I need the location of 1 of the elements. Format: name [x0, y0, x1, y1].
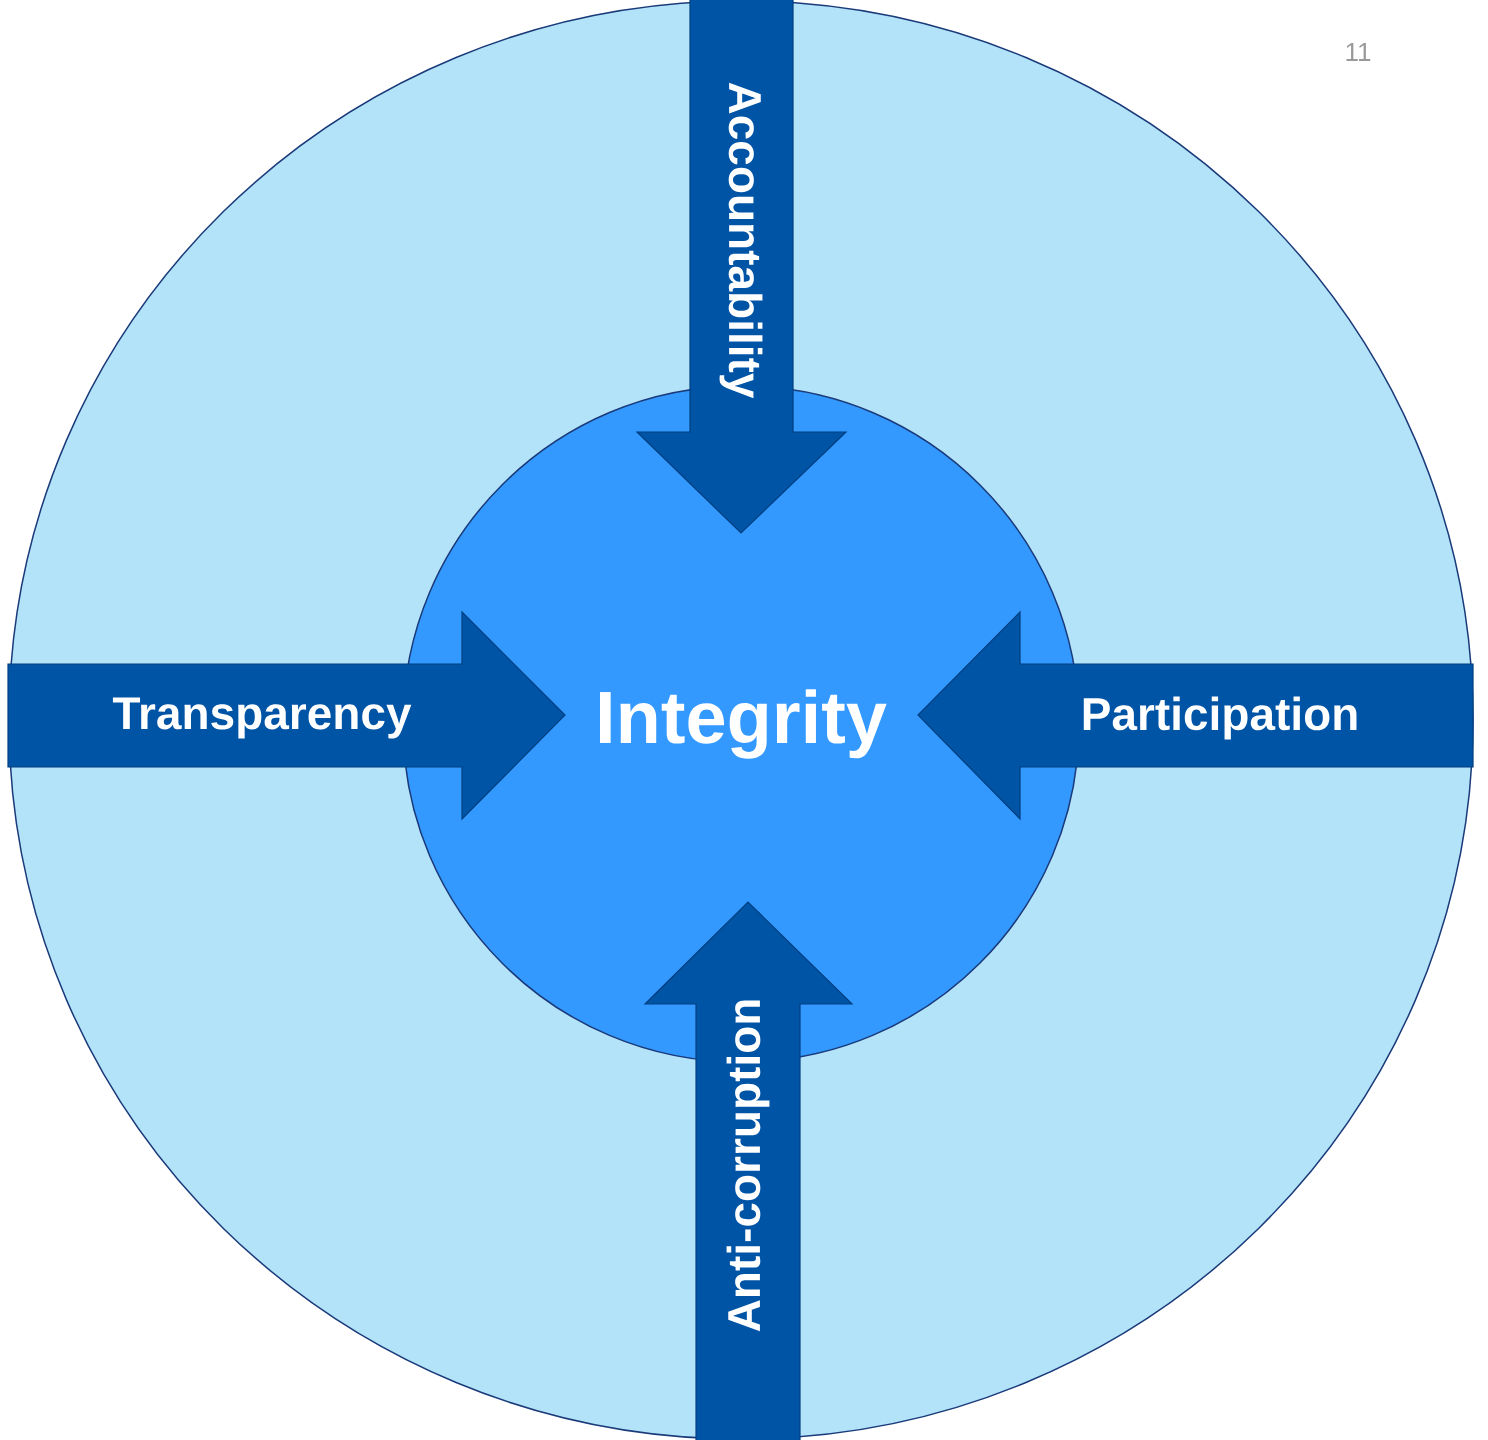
page-number: 11 [1346, 43, 1371, 61]
